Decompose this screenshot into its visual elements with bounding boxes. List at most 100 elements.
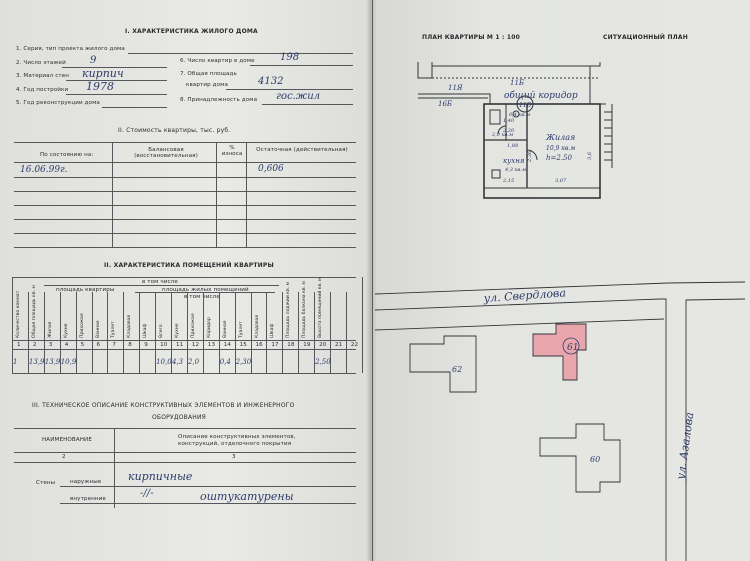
rooms-cell-value: 10,9	[60, 358, 77, 366]
rooms-col-number: 20	[319, 342, 327, 348]
rooms-col-number: 3	[48, 342, 53, 348]
tech-inner-value: -//-	[140, 488, 154, 499]
year-built-value: 1978	[86, 80, 114, 93]
cost-col2-header: Балансовая (восстановительная)	[134, 147, 198, 159]
cost-col-divider-3	[246, 142, 247, 247]
street-2-label: ул. Азалова	[674, 411, 696, 481]
rooms-col-number: 6	[96, 342, 101, 348]
dim-10: 2,36	[527, 150, 533, 163]
section-2-title: II. Стоимость квартиры, тыс. руб.	[118, 127, 231, 134]
rooms-col-number: 13	[207, 342, 216, 348]
tech-header-border	[14, 452, 356, 453]
rooms-col-number: 1	[17, 342, 21, 348]
rooms-col-divider	[171, 292, 172, 373]
rooms-cell-value: 2,50	[315, 358, 331, 366]
kitchen-label: кухня	[503, 157, 525, 165]
floors-label: 2. Число этажей	[16, 60, 66, 66]
rooms-col-divider	[330, 292, 331, 373]
cost-row-6	[14, 247, 356, 248]
rooms-col-divider	[139, 292, 141, 373]
cost-col1-header: По состоянию на:	[40, 152, 94, 158]
cost-row-4	[14, 219, 356, 220]
rooms-cell-value: 1	[13, 358, 18, 366]
rooms-cell-value: 10,0	[156, 358, 172, 366]
rooms-header-area: площадь квартиры	[56, 287, 115, 293]
rooms-cell-value: 2,0	[187, 358, 200, 366]
rooms-col-number: 17	[271, 342, 279, 348]
rooms-col-number: 14	[223, 342, 232, 348]
rooms-cell-value: 13,9	[28, 358, 45, 366]
left-page	[0, 0, 372, 561]
rooms-col-divider	[345, 292, 347, 373]
rooms-col-divider	[59, 292, 61, 373]
plan-labels: общий коридор Жилая 10,9 кв.м h=2.50 кух…	[491, 90, 578, 173]
small-area-2: 0,4 кв.м	[509, 112, 530, 118]
rooms-col-divider	[75, 292, 77, 373]
building-62-shape	[409, 335, 477, 393]
rooms-col-number: 5	[80, 342, 85, 348]
rooms-col-divider	[218, 292, 220, 373]
section-3-title: II. ХАРАКТЕРИСТИКА ПОМЕЩЕНИЙ КВАРТИРЫ	[104, 262, 274, 269]
cost-col-divider-2	[216, 142, 217, 247]
apartments-value: 198	[280, 52, 300, 63]
dim-4: 11Б	[519, 102, 532, 109]
kitchen-area: 4,3 кв.м	[504, 167, 526, 173]
dim-5: 1,40	[503, 118, 515, 124]
rooms-col-divider	[155, 292, 157, 373]
apartments-line	[250, 65, 353, 66]
dim-8: 3,07	[555, 178, 567, 184]
room-area: 10,9 кв.м	[546, 145, 575, 152]
rooms-col-divider	[266, 292, 268, 373]
rooms-col-number: 8	[128, 342, 132, 348]
building-60-shape	[539, 423, 621, 493]
tech-inner-line	[60, 503, 356, 504]
section-1-title: I. ХАРАКТЕРИСТИКА ЖИЛОГО ДОМА	[125, 28, 258, 35]
tech-col2-header-1: Описание конструктивных элементов,	[178, 434, 296, 440]
material-label: 3. Материал стен	[16, 73, 70, 79]
rooms-cell-value: 13,9	[44, 358, 61, 366]
rooms-col-divider	[91, 292, 93, 373]
apartment-plan-drawing	[417, 62, 613, 199]
dim-6: 2,20	[502, 128, 515, 134]
building-62-label: 62	[452, 365, 462, 374]
rooms-col-divider	[202, 292, 204, 373]
rooms-sub-border-2	[135, 292, 275, 293]
material-value: кирпич	[82, 67, 124, 80]
rooms-col-number: 15	[239, 342, 247, 348]
rooms-sub-border-1	[44, 285, 279, 286]
tech-num-border	[14, 462, 356, 463]
material-line	[66, 80, 167, 81]
rooms-cell-value: 0,4	[219, 358, 231, 366]
tech-col2-header-2: конструкций, отделочного покрытия	[178, 441, 292, 447]
rooms-cell-value: 4,3	[172, 358, 184, 366]
area-line	[226, 89, 353, 90]
rooms-col-number: 19	[303, 342, 311, 348]
dim-1: 11Я	[448, 84, 463, 92]
apartments-label: 6. Число квартир в доме	[180, 58, 255, 64]
rooms-col-number: 21	[335, 342, 343, 348]
section-4-title-1: III. ТЕХНИЧЕСКОЕ ОПИСАНИЕ КОНСТРУКТИВНЫХ…	[32, 402, 295, 409]
rooms-col-number: 4	[64, 342, 69, 348]
cost-row-5	[14, 233, 356, 234]
tech-outer-value: кирпичные	[128, 470, 193, 483]
area-label-2: квартир дома	[186, 82, 229, 88]
height-label: h=2.50	[546, 154, 573, 162]
street-1-label: ул. Свердлова	[482, 286, 566, 305]
dim-9: 2,15	[502, 178, 514, 184]
tech-inner-label: внутренние	[70, 496, 106, 502]
rooms-col-number: 7	[112, 342, 117, 348]
rooms-col-number: 9	[144, 342, 148, 348]
rooms-top-border	[12, 277, 356, 278]
tech-walls-label: Стены	[36, 480, 56, 486]
rooms-numbers-bottom	[12, 349, 356, 350]
rooms-col-divider	[43, 292, 45, 373]
rooms-col-divider	[12, 277, 13, 373]
cost-row-1	[14, 177, 356, 178]
rooms-col-divider	[298, 292, 300, 373]
rooms-cell-value: 2,30	[235, 358, 252, 366]
rooms-col-number: 12	[191, 342, 200, 348]
area-value: 4132	[258, 76, 284, 87]
dim-3: 16Б	[438, 100, 452, 108]
tech-top-border	[14, 428, 356, 429]
rooms-col-number: 22	[350, 342, 359, 348]
